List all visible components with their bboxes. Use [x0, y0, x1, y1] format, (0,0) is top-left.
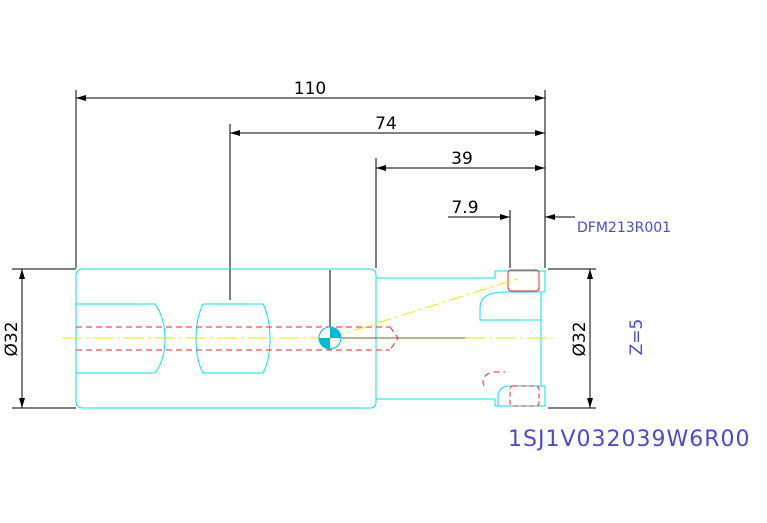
tool-body-outline [75, 268, 546, 409]
center-lines [62, 277, 553, 339]
datum-symbol [318, 326, 342, 350]
dimension-7-9 [448, 210, 575, 268]
dimension-7-9-label: 7.9 [451, 198, 478, 218]
hidden-lines [76, 326, 505, 387]
teeth-count-label: Z=5 [627, 319, 647, 356]
dimension-110 [75, 90, 546, 268]
part-number: 1SJ1V032039W6R00 [508, 427, 751, 452]
dimension-74-label: 74 [375, 114, 397, 134]
insert-top [507, 269, 540, 292]
dimension-39 [375, 158, 545, 268]
dimension-shank-diameter [12, 268, 76, 409]
dimension-39-label: 39 [451, 149, 473, 169]
dimension-74 [229, 124, 545, 300]
dimension-head-diameter [548, 268, 596, 409]
dimension-110-label: 110 [294, 79, 326, 99]
insert-label: DFM213R001 [577, 220, 671, 236]
insert-bottom [509, 385, 540, 407]
head-diameter-label: Ø32 [570, 321, 590, 356]
shank-diameter-label: Ø32 [2, 321, 22, 356]
